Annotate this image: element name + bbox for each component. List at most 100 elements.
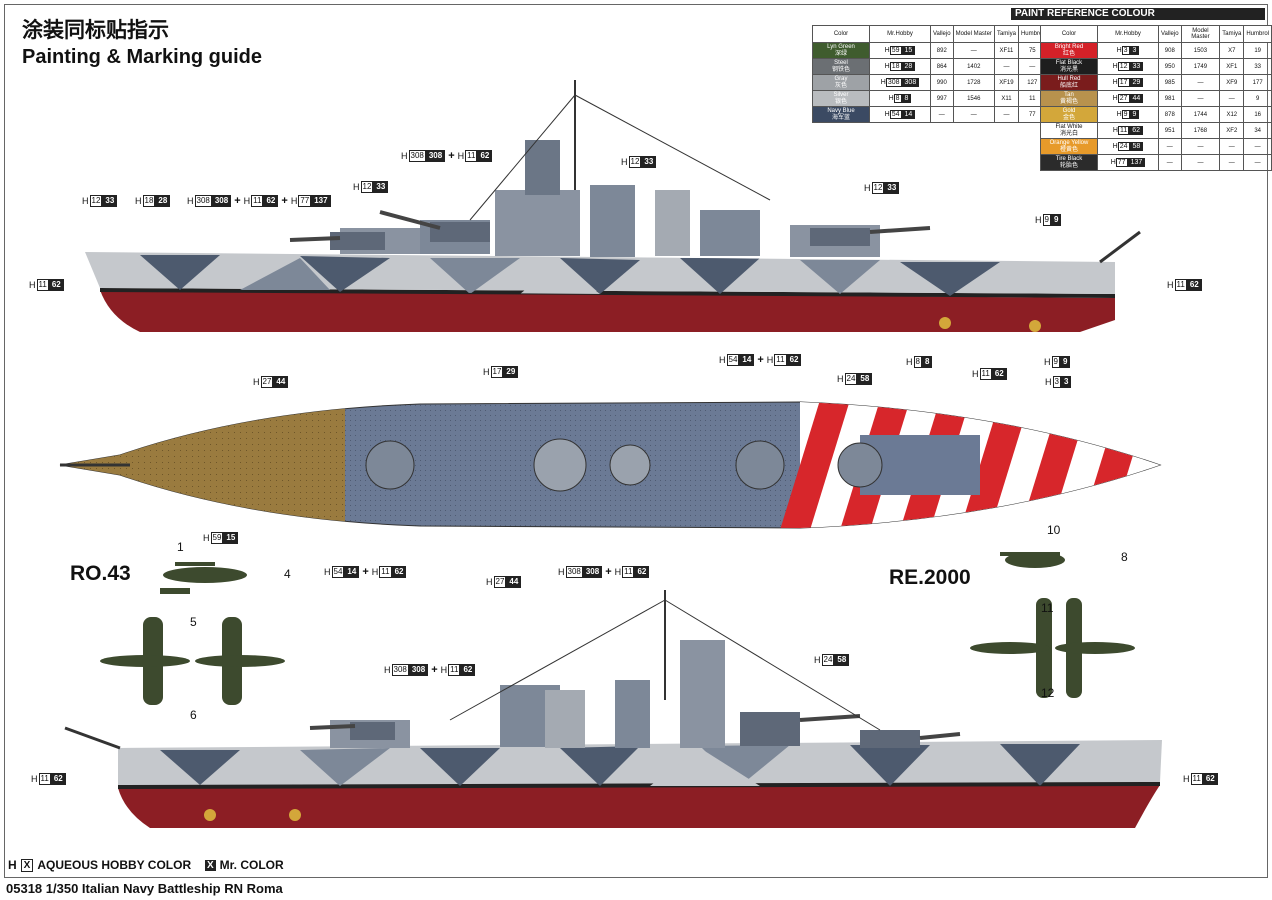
callout-number: 8 xyxy=(1121,550,1128,564)
legend-h-prefix: H xyxy=(1116,47,1122,54)
tamiya-cell: — xyxy=(993,106,1019,123)
aqueous-code: 77 xyxy=(1115,158,1128,167)
vallejo-cell: — xyxy=(930,106,954,123)
legend-h-prefix: H xyxy=(1112,143,1118,150)
product-footer: 05318 1/350 Italian Navy Battleship RN R… xyxy=(6,881,283,896)
color-name-cn: 消光白 xyxy=(1059,130,1078,137)
color-name: Flat White xyxy=(1055,123,1083,130)
aqueous-code: 54 xyxy=(889,110,902,119)
top-view xyxy=(59,401,1162,529)
color-name: Navy Blue xyxy=(827,107,855,114)
side-view-port xyxy=(64,590,1162,828)
legend-h-prefix: H xyxy=(1112,63,1118,70)
mm-cell: — xyxy=(1180,154,1221,171)
color-name-cn: 黄褐色 xyxy=(1059,98,1078,105)
color-name: Hull Red xyxy=(1057,75,1081,82)
col-header: Color xyxy=(1040,25,1098,43)
legend-h-prefix: H xyxy=(1112,79,1118,86)
aqueous-code: 59 xyxy=(889,46,902,55)
aqueous-code: 3 xyxy=(1121,46,1130,55)
callout-number: 6 xyxy=(190,708,197,722)
color-name: Gray xyxy=(834,75,848,82)
mr-color-code: 15 xyxy=(901,46,916,55)
color-name-cn: 橙黄色 xyxy=(1059,146,1078,153)
legend-h-prefix: H xyxy=(1110,159,1116,166)
mr-color-code: 3 xyxy=(1129,46,1140,55)
legend-h-prefix: H xyxy=(884,47,890,54)
color-name: Flat Black xyxy=(1055,59,1083,66)
aqueous-code: 24 xyxy=(1117,142,1130,151)
callout-number: 12 xyxy=(1041,686,1055,700)
aqueous-code: 17 xyxy=(1117,78,1130,87)
legend-h-prefix: H xyxy=(1116,111,1122,118)
mr-color-code: 308 xyxy=(901,78,920,87)
tamiya-cell: — xyxy=(1219,154,1245,171)
color-name: Orange Yellow xyxy=(1049,139,1089,146)
color-name: Tire Black xyxy=(1055,155,1083,162)
re2000-aircraft xyxy=(970,552,1135,698)
paint-reference-heading: PAINT REFERENCE COLOUR xyxy=(1011,8,1265,20)
legend-h-prefix: H xyxy=(1112,95,1118,102)
humbrol-cell: — xyxy=(1243,154,1272,171)
ro43-label: RO.43 xyxy=(70,562,131,585)
mr-color-code: 9 xyxy=(1129,110,1140,119)
mr-color-code: 28 xyxy=(901,62,916,71)
mr-color-code: 33 xyxy=(1129,62,1144,71)
col-header: Mr.Hobby xyxy=(869,25,931,43)
legend-h-prefix: H xyxy=(888,95,894,102)
legend-h-prefix: H xyxy=(884,111,890,118)
mr-color-code: 62 xyxy=(1129,126,1144,135)
page-frame xyxy=(4,4,1268,878)
color-name-cn: 金色 xyxy=(1062,114,1075,121)
legend-h-prefix: H xyxy=(880,79,886,86)
ro43-aircraft-side xyxy=(160,562,247,594)
aqueous-code: 308 xyxy=(885,78,902,87)
page-title: Painting & Marking guide xyxy=(22,46,263,68)
legend-aqueous: H X AQUEOUS HOBBY COLOR xyxy=(8,858,191,872)
col-header: Vallejo xyxy=(930,25,954,43)
mr-color-code: 14 xyxy=(901,110,916,119)
color-name-cn: 钢铁色 xyxy=(831,66,850,73)
callout-number: 1 xyxy=(177,540,184,554)
mm-cell: — xyxy=(952,106,995,123)
callout-number: 10 xyxy=(1047,523,1061,537)
legend-box-icon: X xyxy=(205,859,216,871)
